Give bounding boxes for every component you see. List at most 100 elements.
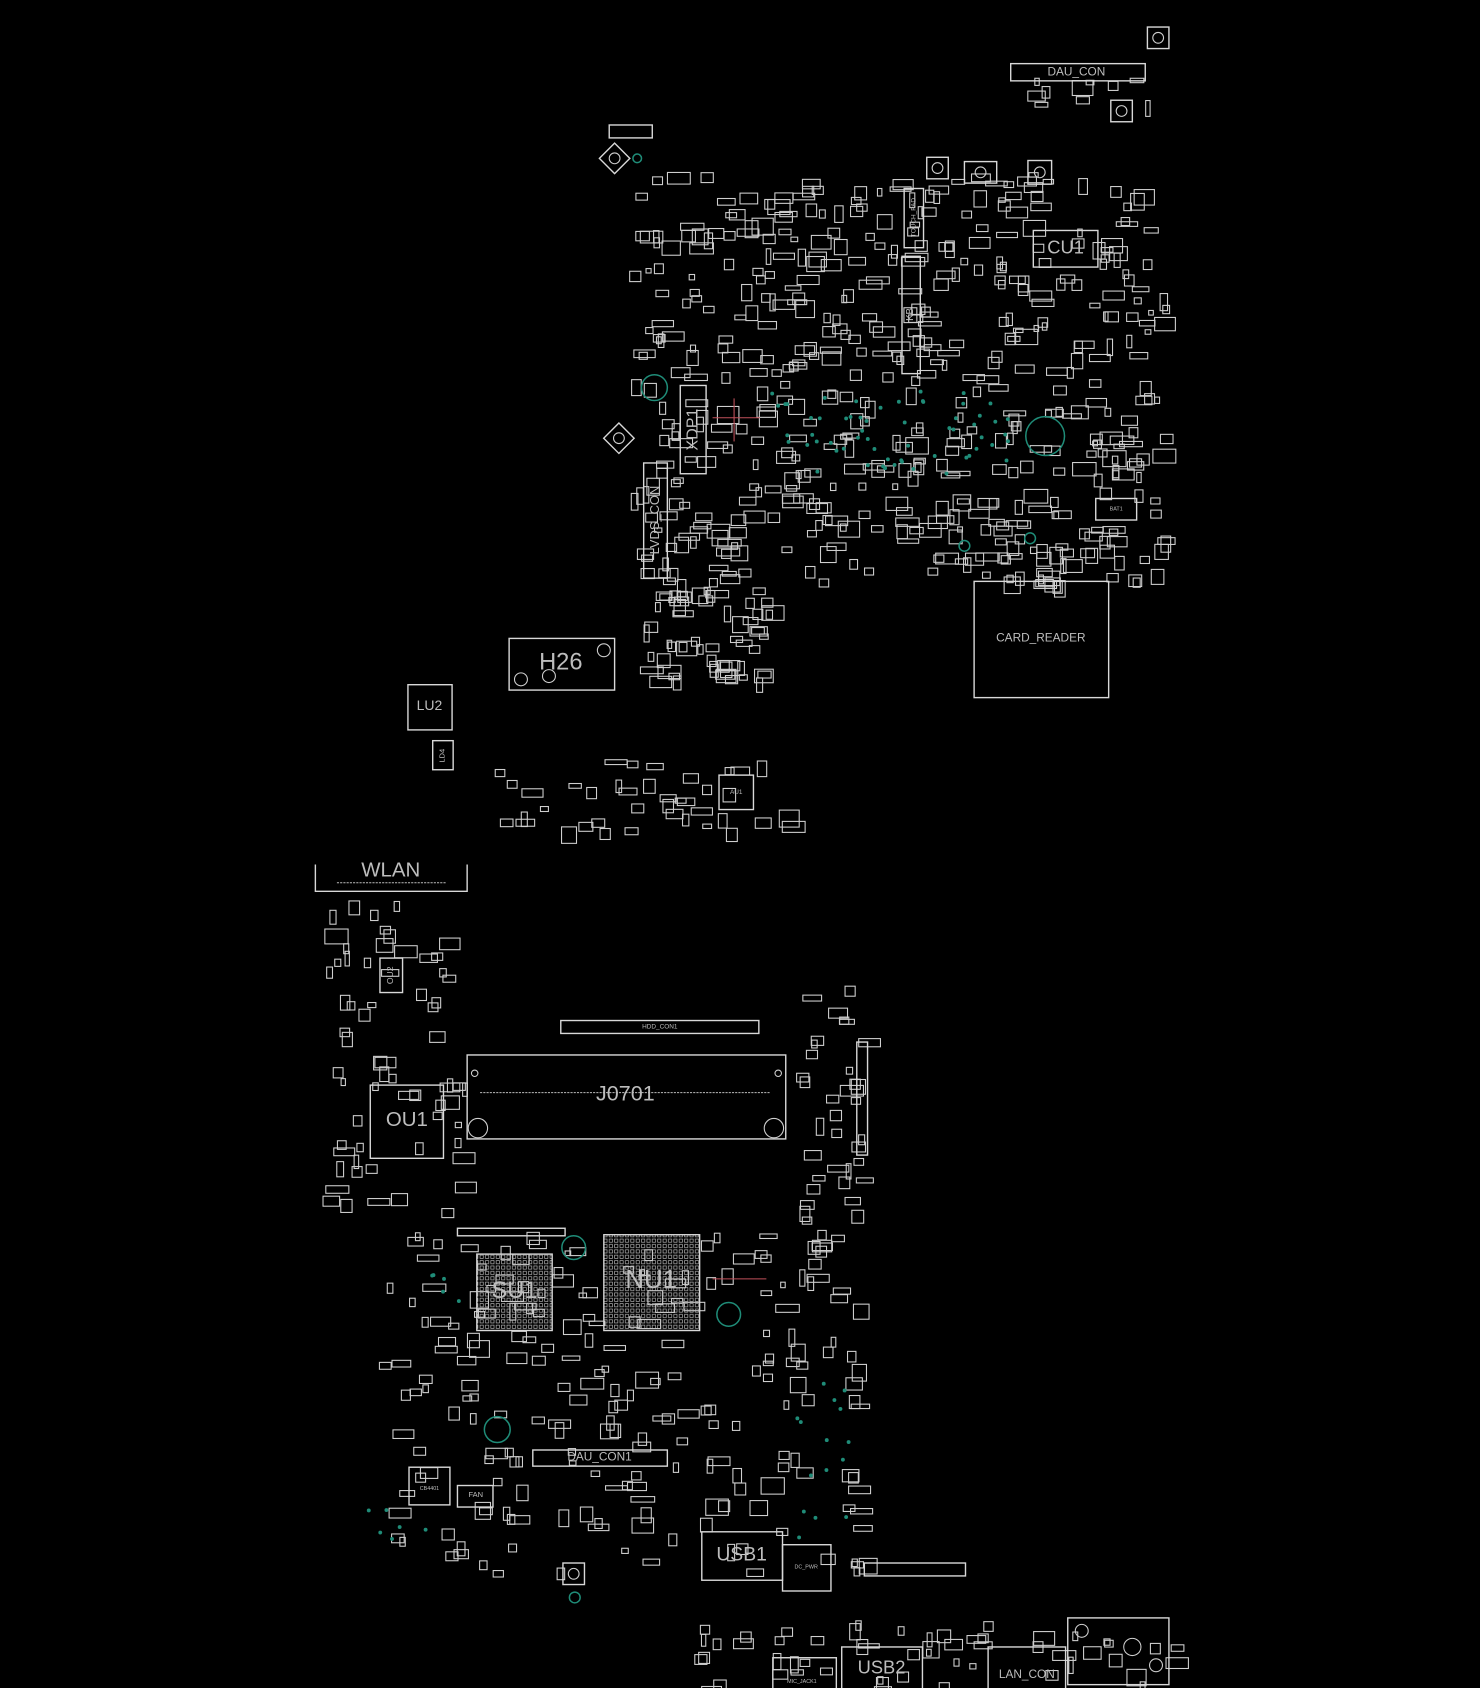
smd-pad — [605, 1485, 628, 1491]
smd-pad — [853, 1157, 865, 1166]
smd-pad — [375, 938, 394, 953]
ou2-chip[interactable]: OU2 — [379, 957, 404, 994]
test-point — [842, 1388, 847, 1393]
smd-pad — [779, 210, 798, 218]
smd-pad — [637, 1432, 648, 1446]
smd-pad — [1032, 243, 1045, 253]
smd-pad — [599, 827, 611, 841]
smd-pad — [811, 1039, 818, 1049]
smd-pad — [796, 1072, 810, 1083]
smd-pad — [1036, 567, 1053, 578]
smd-pad — [712, 1638, 722, 1651]
smd-pad — [994, 275, 1006, 286]
smd-pad — [454, 1137, 462, 1149]
su1-bga-chip[interactable]: SU1 — [476, 1253, 553, 1332]
smd-pad — [674, 536, 690, 554]
smd-pad — [706, 1277, 717, 1290]
smd-pad — [849, 369, 862, 381]
smd-pad — [713, 1232, 721, 1244]
smd-pad — [850, 413, 864, 430]
smd-pad — [832, 1287, 852, 1295]
card-reader[interactable]: CARD_READER — [973, 580, 1110, 699]
smd-pad — [1120, 415, 1139, 426]
smd-pad — [865, 276, 890, 285]
smd-pad — [860, 396, 870, 409]
smd-pad — [391, 1359, 412, 1368]
hdd-con1-connector[interactable]: HDD_CON1 — [560, 1019, 760, 1035]
lvds-con-connector[interactable]: LVDS_CON — [642, 462, 669, 579]
smd-pad — [962, 374, 985, 382]
smd-pad — [844, 985, 856, 997]
smd-pad — [780, 1281, 786, 1289]
dc-pwr-jack[interactable]: DC_PWR — [781, 1544, 832, 1592]
touch-pad-connector[interactable]: TOUCH_PAD — [903, 187, 925, 249]
smd-pad — [822, 514, 833, 526]
usb1-port[interactable]: USB1 — [701, 1531, 784, 1581]
kb-connector[interactable]: KB — [901, 255, 921, 375]
mic-jack1[interactable]: MIC_JACK1 — [772, 1657, 838, 1688]
smd-pad — [346, 1001, 356, 1011]
smd-pad — [806, 503, 829, 514]
smd-pad — [961, 210, 973, 219]
test-point — [1005, 417, 1010, 422]
h26-mount[interactable]: H26 — [508, 637, 616, 691]
dau-con1-connector[interactable]: DAU_CON1 — [532, 1449, 669, 1467]
smd-pad — [676, 590, 688, 601]
smd-pad — [1150, 568, 1165, 585]
smd-pad — [981, 571, 991, 579]
bottom-connector — [863, 1562, 967, 1577]
smd-pad — [948, 529, 963, 545]
smd-pad — [799, 1269, 806, 1287]
lu2-chip[interactable]: LU2 — [407, 683, 453, 731]
smd-pad — [799, 1200, 815, 1210]
ld4-part[interactable]: LD4 — [431, 739, 454, 771]
nu1-bga-chip[interactable]: NU1 — [603, 1234, 701, 1332]
smd-pad — [1071, 238, 1085, 249]
smd-pad — [1045, 408, 1064, 418]
j0701-memory-slot[interactable]: J0701 — [466, 1054, 787, 1140]
smd-pad — [667, 641, 677, 653]
smd-pad — [761, 597, 774, 608]
smd-pad — [422, 1384, 429, 1394]
ou1-chip[interactable]: OU1 — [369, 1084, 445, 1159]
lu2-label: LU2 — [417, 697, 443, 713]
smd-pad — [930, 359, 944, 366]
lan-con-connector[interactable]: LAN_CON — [987, 1646, 1067, 1688]
smd-pad — [609, 1423, 622, 1439]
smd-pad — [1086, 450, 1097, 458]
bat1-connector[interactable]: BAT1 — [1095, 497, 1138, 521]
smd-pad — [690, 807, 713, 816]
au1-chip[interactable]: AU1 — [718, 774, 755, 811]
smd-pad — [1088, 353, 1111, 363]
smd-pad — [1112, 464, 1120, 480]
smd-pad — [994, 538, 1007, 546]
smd-pad — [1092, 241, 1106, 260]
wlan-slot[interactable]: WLAN — [314, 858, 468, 893]
smd-pad — [771, 369, 782, 377]
smd-pad — [721, 372, 731, 384]
smd-pad — [951, 267, 960, 282]
smd-pad — [431, 952, 444, 961]
smd-pad — [1143, 227, 1159, 234]
fan-connector[interactable]: FAN — [456, 1484, 494, 1508]
smd-pad — [1003, 410, 1027, 417]
usb2-port[interactable]: USB2 — [841, 1646, 924, 1688]
smd-pad — [1033, 324, 1040, 332]
smd-pad — [641, 554, 654, 562]
smd-pad — [1089, 433, 1103, 446]
cu1-chip[interactable]: CU1 — [1032, 229, 1099, 268]
smd-pad — [815, 502, 832, 514]
cb4401-chip[interactable]: CB4401 — [408, 1466, 451, 1506]
smd-pad — [661, 331, 685, 342]
smd-pad — [721, 1268, 734, 1285]
xdp1-connector[interactable]: XDP1 — [679, 384, 707, 475]
smd-pad — [956, 498, 970, 505]
smd-pad — [561, 1355, 581, 1361]
mounting-diamond — [602, 421, 636, 455]
smd-pad — [716, 405, 740, 425]
smd-pad — [1056, 278, 1066, 291]
smd-pad — [764, 485, 782, 494]
dau-con-connector[interactable]: DAU_CON — [1010, 62, 1146, 82]
smd-pad — [769, 293, 776, 312]
